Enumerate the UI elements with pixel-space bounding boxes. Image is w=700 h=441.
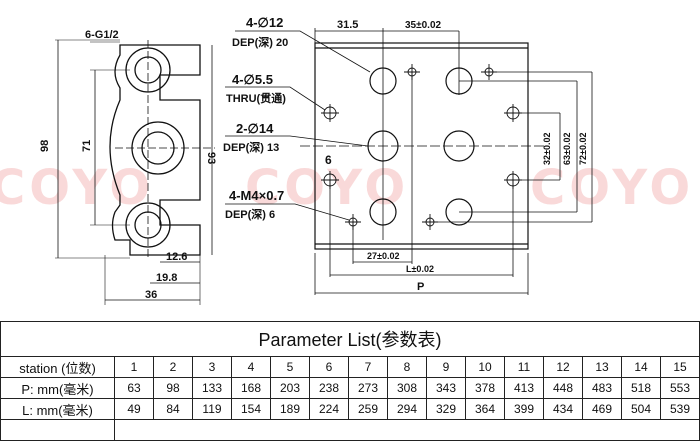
table-cell: 14 bbox=[621, 356, 661, 378]
table-cell: 518 bbox=[621, 377, 661, 399]
dim-L: L±0.02 bbox=[406, 264, 434, 274]
table-cell: 238 bbox=[309, 377, 349, 399]
dim-35: 35±0.02 bbox=[405, 20, 442, 31]
table-cell: 378 bbox=[465, 377, 505, 399]
dim-98: 98 bbox=[39, 140, 51, 152]
table-cell: 364 bbox=[465, 398, 505, 420]
table-cell: 133 bbox=[192, 377, 232, 399]
table-cell: 3 bbox=[192, 356, 232, 378]
table-cell: 553 bbox=[660, 377, 700, 399]
table-cell: 7 bbox=[348, 356, 388, 378]
table-cell: 1 bbox=[114, 356, 154, 378]
dim-12-6: 12.6 bbox=[166, 251, 187, 263]
table-cell: 448 bbox=[543, 377, 583, 399]
dim-31-5: 31.5 bbox=[337, 19, 358, 31]
table-cell: 329 bbox=[426, 398, 466, 420]
table-cell: 413 bbox=[504, 377, 544, 399]
table-cell: 483 bbox=[582, 377, 622, 399]
table-cell: 8 bbox=[387, 356, 427, 378]
dim-19-8: 19.8 bbox=[156, 272, 177, 284]
table-cell: 9 bbox=[426, 356, 466, 378]
watermark: COYO bbox=[530, 160, 695, 216]
watermark: COYO bbox=[0, 160, 155, 216]
table-cell: 469 bbox=[582, 398, 622, 420]
callout-m4-label: 4-M4×0.7 bbox=[229, 188, 284, 203]
watermark: COYO bbox=[245, 160, 410, 216]
table-cell: 11 bbox=[504, 356, 544, 378]
table-cell: 308 bbox=[387, 377, 427, 399]
table-cell: 399 bbox=[504, 398, 544, 420]
table-title: Parameter List(参数表) bbox=[0, 321, 700, 357]
table-cell: 63 bbox=[114, 377, 154, 399]
dim-36: 36 bbox=[145, 289, 157, 301]
table-cell: 13 bbox=[582, 356, 622, 378]
callout-14-depth: DEP(深) 13 bbox=[223, 140, 279, 154]
table-cell: 273 bbox=[348, 377, 388, 399]
table-cell: 203 bbox=[270, 377, 310, 399]
table-cell: 6 bbox=[309, 356, 349, 378]
technical-drawing: COYO COYO COYO 6-G1/2 bbox=[0, 15, 700, 441]
table-cell: 189 bbox=[270, 398, 310, 420]
callout-5-5-depth: THRU(贯通) bbox=[226, 92, 286, 105]
table-cell: 168 bbox=[231, 377, 271, 399]
table-cell: 84 bbox=[153, 398, 193, 420]
row-label: station (位数) bbox=[0, 356, 115, 378]
dim-32: 32±0.02 bbox=[542, 133, 552, 165]
front-view bbox=[225, 28, 593, 295]
table-cell: 119 bbox=[192, 398, 232, 420]
table-cell: 4 bbox=[231, 356, 271, 378]
table-cell: 539 bbox=[660, 398, 700, 420]
dim-27: 27±0.02 bbox=[367, 251, 399, 261]
callout-12-label: 4-∅12 bbox=[246, 15, 283, 30]
table-cell: 259 bbox=[348, 398, 388, 420]
callout-14-label: 2-∅14 bbox=[236, 121, 274, 136]
table-cell: 434 bbox=[543, 398, 583, 420]
dim-63: 63±0.02 bbox=[562, 133, 572, 165]
table-cell: 2 bbox=[153, 356, 193, 378]
dim-P: P bbox=[417, 281, 424, 293]
table-cell: 154 bbox=[231, 398, 271, 420]
dim-72: 72±0.02 bbox=[578, 133, 588, 165]
ports-label: 6-G1/2 bbox=[85, 29, 119, 41]
table-cell: 504 bbox=[621, 398, 661, 420]
table-cell: 5 bbox=[270, 356, 310, 378]
table-cell: 12 bbox=[543, 356, 583, 378]
dim-71: 71 bbox=[81, 140, 93, 152]
table-cell: 15 bbox=[660, 356, 700, 378]
callout-m4-depth: DEP(深) 6 bbox=[225, 207, 275, 221]
table-cell: 10 bbox=[465, 356, 505, 378]
drawing-svg: 6-G1/2 98 71 93 12.6 19.8 36 bbox=[39, 15, 593, 305]
side-view bbox=[55, 39, 215, 305]
table-cell: 294 bbox=[387, 398, 427, 420]
table-row-partial-cells bbox=[114, 419, 700, 441]
row-label: L: mm(毫米) bbox=[0, 398, 115, 420]
dim-93: 93 bbox=[205, 152, 217, 164]
callout-12-depth: DEP(深) 20 bbox=[232, 35, 288, 49]
table-cell: 49 bbox=[114, 398, 154, 420]
table-row-partial bbox=[0, 419, 115, 441]
table-cell: 224 bbox=[309, 398, 349, 420]
row-label: P: mm(毫米) bbox=[0, 377, 115, 399]
table-cell: 343 bbox=[426, 377, 466, 399]
dim-6: 6 bbox=[325, 153, 332, 167]
callout-5-5-label: 4-∅5.5 bbox=[232, 72, 273, 87]
table-cell: 98 bbox=[153, 377, 193, 399]
